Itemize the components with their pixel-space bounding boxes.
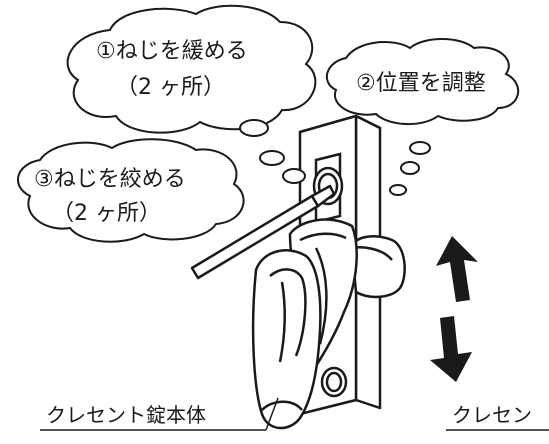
bubble-step2 — [325, 38, 520, 126]
bubble-step1 — [66, 4, 317, 134]
thought-dots — [239, 119, 431, 196]
label-lock-body: クレセント錠本体 — [46, 403, 206, 427]
screwdriver-icon — [190, 184, 336, 280]
bubble-step2-line1: ②位置を調整 — [356, 71, 486, 96]
bubble-step1-line1: ①ねじを緩める — [96, 39, 248, 64]
label-lock-body-leader — [265, 397, 279, 431]
bracket-knob — [350, 235, 406, 299]
bubble-step3 — [17, 138, 245, 243]
label-crescent: クレセン — [452, 403, 532, 427]
lower-screw — [320, 366, 348, 398]
bubble-step3-line2: （2 ヶ所） — [52, 201, 161, 226]
up-down-arrows-icon — [430, 236, 478, 382]
bubble-step1-line2: （2 ヶ所） — [116, 75, 225, 100]
lock-handle — [251, 249, 322, 430]
bubble-step3-line1: ③ねじを絞める — [34, 167, 186, 192]
